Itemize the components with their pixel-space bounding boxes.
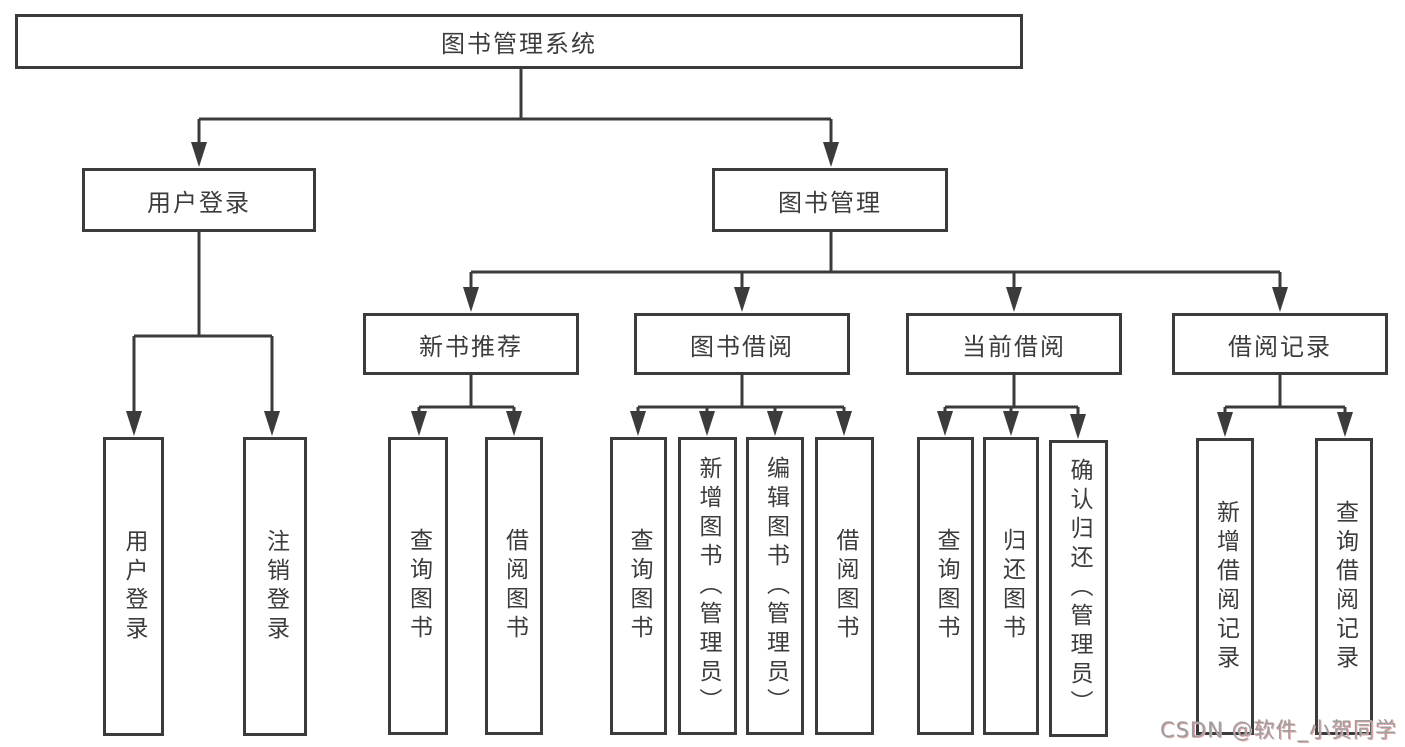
node-query-books-current: 查询图书 — [917, 437, 974, 735]
node-confirm-return-admin: 确认归还（管理员） — [1049, 440, 1108, 737]
node-add-book-admin: 新增图书（管理员） — [678, 437, 737, 735]
node-label: 图书管理系统 — [441, 30, 597, 58]
node-new-book-recommend: 新书推荐 — [363, 313, 579, 375]
arrowhead — [699, 411, 715, 436]
node-label: 查询图书 — [933, 528, 959, 644]
node-label: 图书管理 — [778, 188, 882, 217]
arrowhead — [630, 411, 646, 436]
tree-edges — [132, 69, 1347, 416]
node-label: 图书借阅 — [690, 332, 794, 361]
node-add-borrow-record: 新增借阅记录 — [1196, 438, 1254, 735]
arrowhead — [1217, 412, 1233, 437]
node-label: 确认归还（管理员） — [1066, 458, 1092, 719]
node-library-system: 图书管理系统 — [15, 14, 1023, 69]
arrowhead — [191, 142, 207, 167]
arrowhead — [734, 287, 750, 312]
arrowhead — [937, 411, 953, 436]
node-label: 查询图书 — [405, 528, 432, 644]
node-borrow-books-borrowing: 借阅图书 — [815, 437, 874, 735]
node-label: 新增图书（管理员） — [695, 455, 721, 717]
arrowhead — [1070, 414, 1086, 439]
arrowhead — [463, 287, 479, 312]
node-current-borrowing: 当前借阅 — [906, 313, 1122, 375]
node-label: 当前借阅 — [962, 332, 1066, 361]
node-label: 用户登录 — [121, 528, 147, 645]
node-query-borrow-record: 查询借阅记录 — [1315, 438, 1373, 735]
node-label: 借阅记录 — [1228, 332, 1332, 361]
node-book-management: 图书管理 — [712, 168, 948, 232]
arrowhead — [823, 142, 839, 167]
node-label: 新增借阅记录 — [1212, 499, 1239, 674]
arrowhead — [836, 411, 852, 436]
arrowhead — [1272, 287, 1288, 312]
node-label: 查询图书 — [626, 528, 652, 644]
arrowhead — [1006, 287, 1022, 312]
node-label: 注销登录 — [262, 528, 289, 645]
node-query-books-borrowing: 查询图书 — [610, 437, 667, 735]
arrowhead — [1337, 412, 1353, 437]
node-label: 新书推荐 — [419, 332, 523, 361]
arrowhead — [411, 411, 427, 436]
node-label: 查询借阅记录 — [1331, 499, 1358, 674]
node-return-books: 归还图书 — [983, 437, 1039, 735]
node-label: 归还图书 — [998, 528, 1025, 644]
node-label: 借阅图书 — [501, 528, 528, 644]
watermark-text: CSDN @软件_小贺同学 — [1159, 718, 1397, 742]
node-label: 用户登录 — [147, 188, 251, 217]
arrowhead — [264, 411, 280, 436]
node-label: 借阅图书 — [832, 528, 858, 644]
node-user-login: 用户登录 — [103, 437, 164, 736]
node-edit-book-admin: 编辑图书（管理员） — [746, 437, 804, 735]
arrowhead — [506, 411, 522, 436]
node-query-books-recommend: 查询图书 — [388, 437, 448, 735]
arrowhead — [767, 411, 783, 436]
node-book-borrowing: 图书借阅 — [634, 313, 850, 375]
node-borrow-books-recommend: 借阅图书 — [485, 437, 543, 735]
node-user-login-group: 用户登录 — [82, 168, 316, 232]
node-label: 编辑图书（管理员） — [762, 455, 789, 717]
node-logout-login: 注销登录 — [243, 437, 307, 736]
node-borrowing-records: 借阅记录 — [1172, 313, 1388, 375]
arrowhead — [1003, 411, 1019, 436]
arrowhead — [126, 411, 142, 436]
